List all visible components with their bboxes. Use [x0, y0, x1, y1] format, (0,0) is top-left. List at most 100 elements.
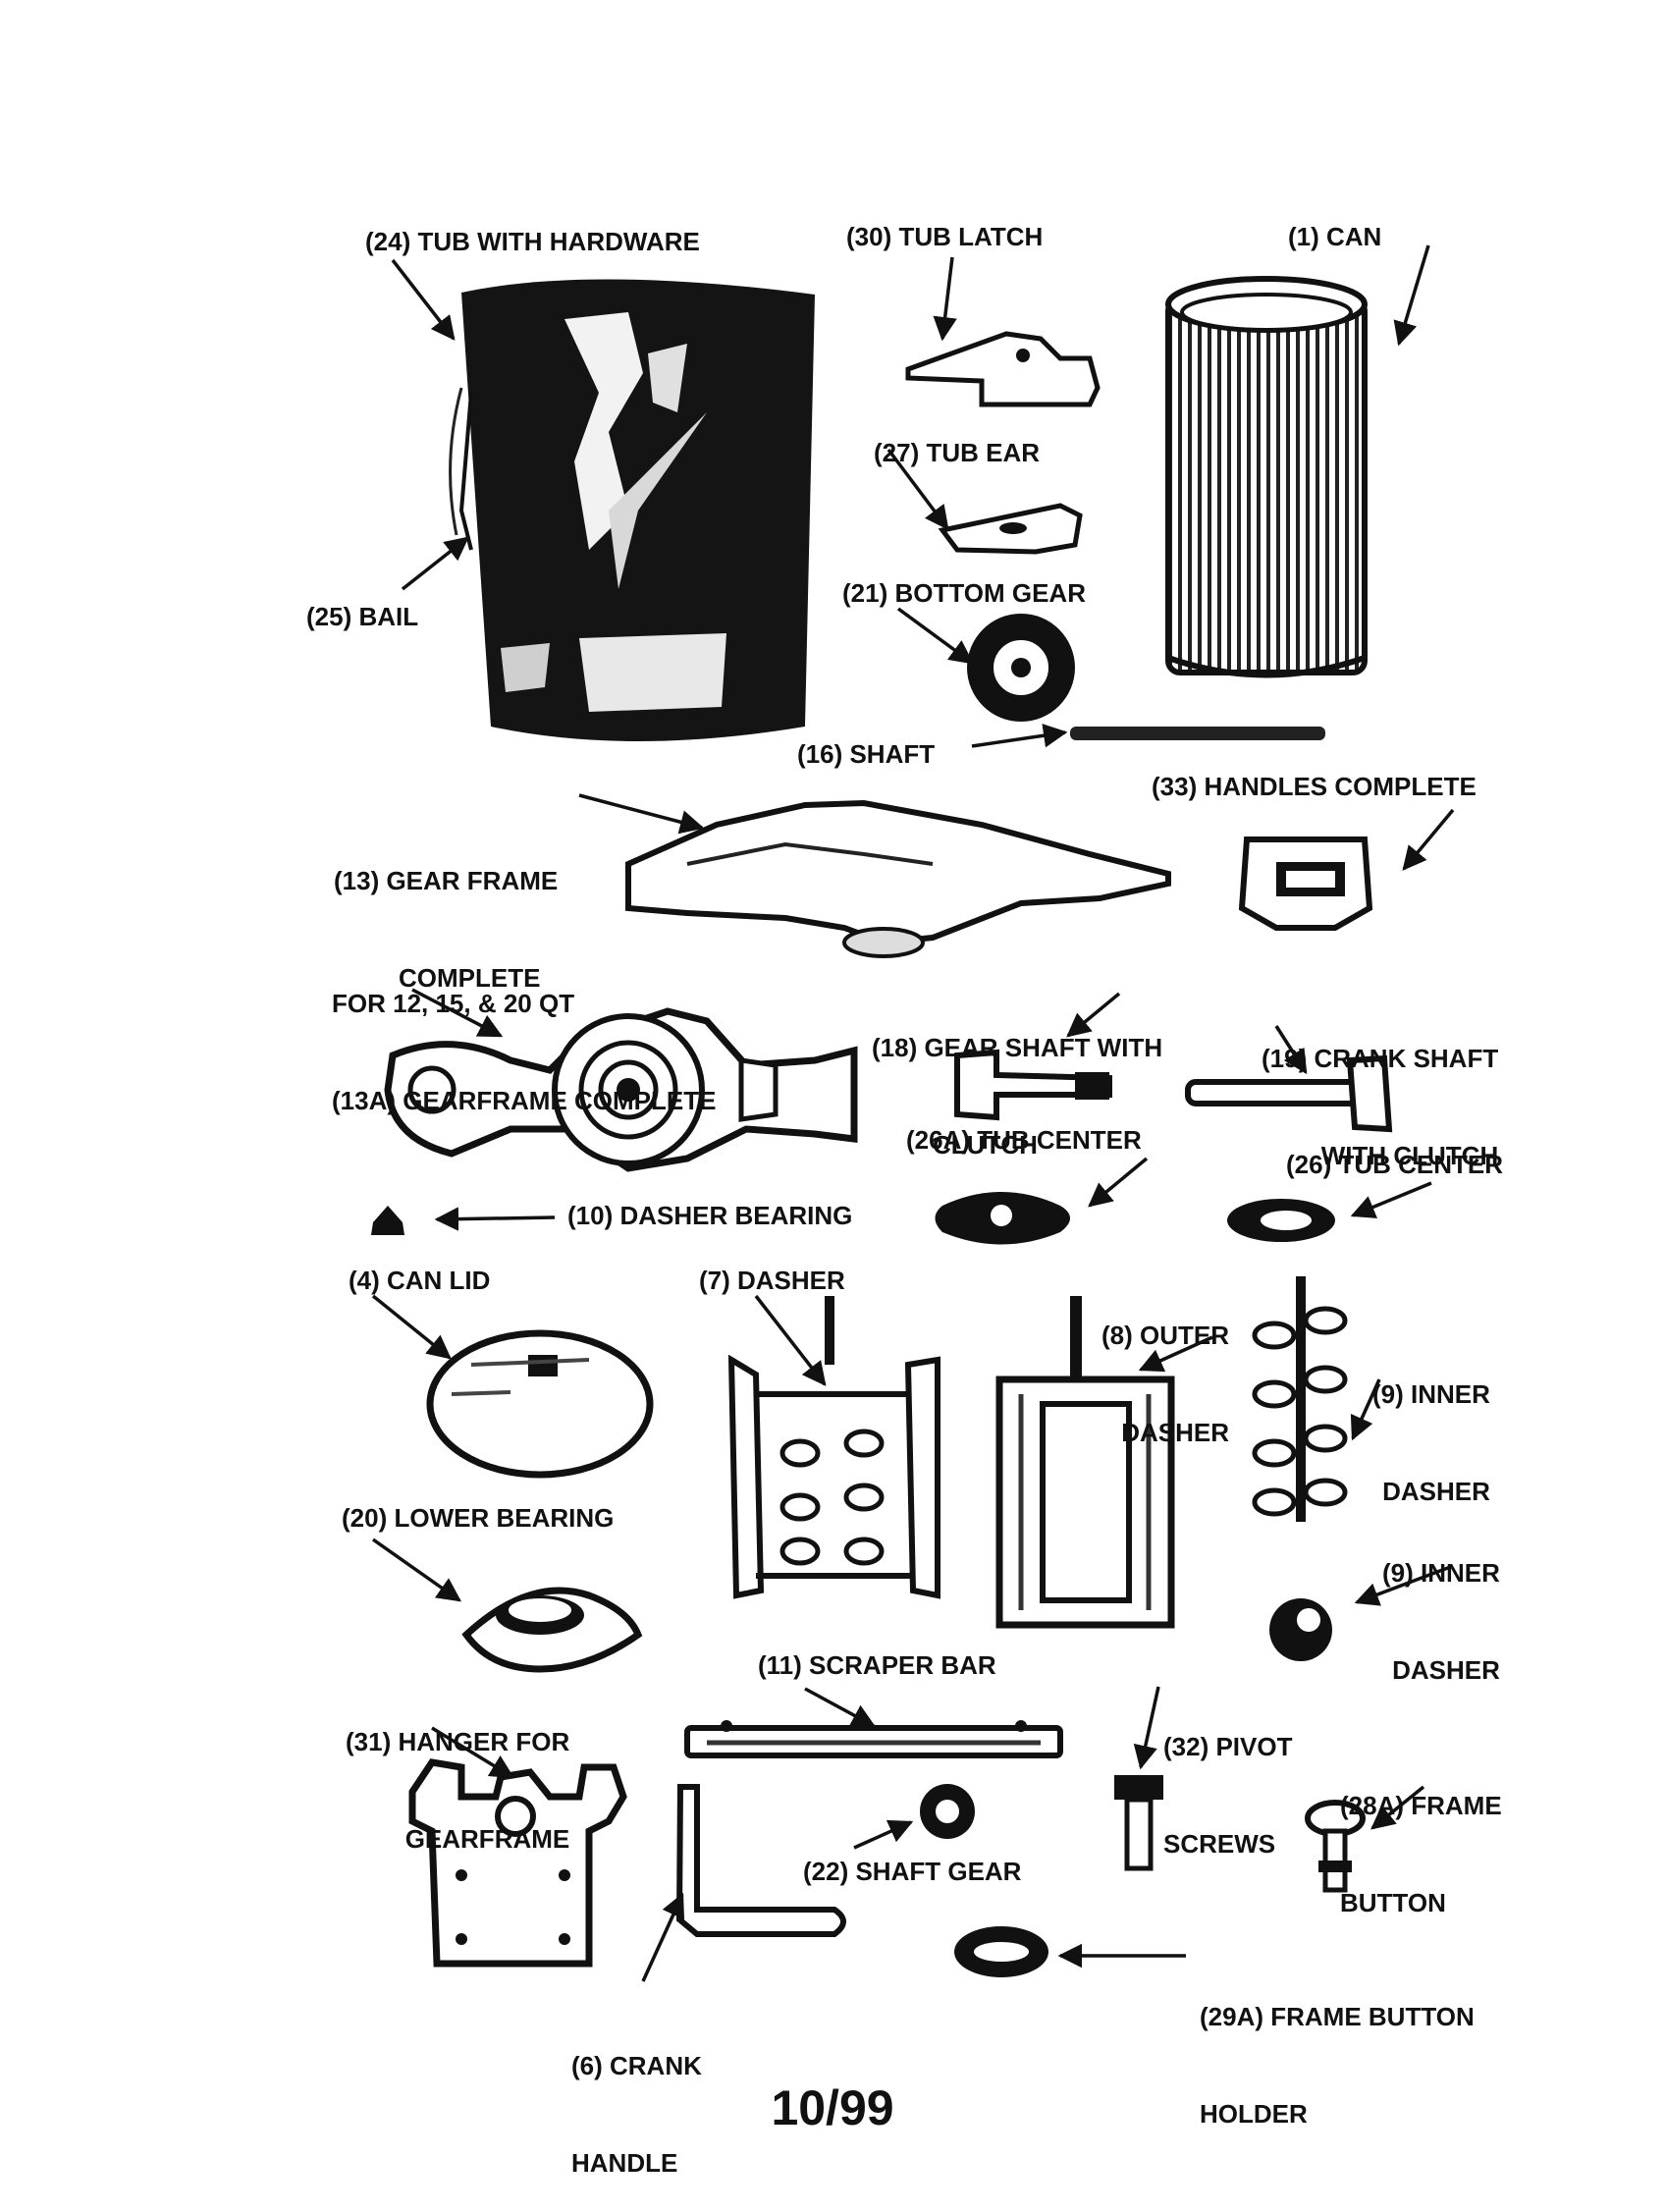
shaft-illustration: [1070, 727, 1325, 740]
label-crank-handle-line2: HANDLE: [571, 2148, 678, 2178]
label-crank-shaft-line2: WITH CLUTCH: [1320, 1141, 1499, 1170]
arrow-dasher-bearing: [434, 1207, 556, 1231]
label-tub-center-26a: (26A) TUB CENTER: [906, 1125, 1142, 1155]
label-handles-complete: (33) HANDLES COMPLETE: [1152, 772, 1477, 801]
label-inner-dasher-a-line1: (9) INNER: [1372, 1379, 1490, 1409]
label-frame-button-holder-line1: (29A) FRAME BUTTON: [1200, 2002, 1475, 2031]
parts-diagram-page: (24) TUB WITH HARDWARE (30) TUB LATCH (1…: [306, 222, 1504, 2178]
arrow-gear-shaft: [1066, 992, 1121, 1038]
tub-latch-illustration: [905, 331, 1101, 407]
pivot-screws-illustration: [1114, 1775, 1163, 1871]
label-inner-dasher-a-line2: DASHER: [1382, 1477, 1490, 1506]
arrow-tub-center-26a: [1088, 1157, 1149, 1208]
arrow-dasher: [754, 1294, 827, 1386]
arrow-can: [1393, 244, 1430, 347]
label-shaft: (16) SHAFT: [797, 739, 936, 769]
arrow-bail: [401, 536, 469, 591]
outer-dasher-illustration: [995, 1296, 1175, 1629]
label-lower-bearing: (20) LOWER BEARING: [342, 1503, 615, 1533]
label-frame-button-line2: BUTTON: [1340, 1888, 1446, 1917]
hanger-illustration: [408, 1758, 627, 1968]
arrow-lower-bearing: [371, 1538, 462, 1602]
gear-frame-illustration: [625, 799, 1171, 958]
arrow-tub-ear: [886, 448, 949, 530]
frame-button-holder-illustration: [954, 1926, 1048, 1977]
parts-illustration: [371, 244, 1455, 1982]
callout-arrows: [371, 244, 1455, 1982]
tub-center-26-illustration: [1227, 1199, 1335, 1242]
scraper-bar-illustration: [684, 1720, 1063, 1758]
arrow-hanger: [431, 1726, 515, 1779]
label-inner-dasher-a: (9) INNER DASHER: [1372, 1314, 1490, 1540]
label-frame-button: (28A) FRAME BUTTON: [1340, 1725, 1502, 1952]
crank-handle-illustration: [675, 1784, 846, 1937]
label-pivot-screws: (32) PIVOT SCREWS: [1163, 1666, 1292, 1893]
label-crank-shaft: (19) CRANK SHAFT WITH CLUTCH: [1262, 978, 1498, 1205]
label-hanger: (31) HANGER FOR GEARFRAME: [346, 1661, 569, 1888]
inner-dasher-b-illustration: [1269, 1598, 1332, 1661]
arrow-pivot-screws: [1133, 1686, 1160, 1770]
tub-center-26a-illustration: [935, 1192, 1070, 1245]
label-frame-button-line1: (28A) FRAME: [1340, 1791, 1502, 1820]
label-bail: (25) BAIL: [306, 602, 419, 631]
label-frame-button-holder-line2: HOLDER: [1200, 2099, 1308, 2129]
dasher-bearing-illustration: [371, 1206, 404, 1235]
label-frame-button-holder: (29A) FRAME BUTTON HOLDER: [1200, 1936, 1475, 2163]
lower-bearing-illustration: [461, 1587, 643, 1673]
arrow-crank-handle: [641, 1892, 685, 1982]
arrow-handles: [1402, 808, 1455, 871]
label-gearframe-13a-line2: (13A) GEARFRAME COMPLETE: [332, 1086, 717, 1115]
tub-ear-illustration: [938, 503, 1083, 555]
label-gear-shaft-line1: (18) GEAR SHAFT WITH: [872, 1033, 1163, 1062]
label-outer-dasher: (8) OUTER DASHER: [1101, 1255, 1229, 1482]
arrow-tub-center-26: [1350, 1181, 1432, 1218]
arrow-crank-shaft: [1274, 1025, 1308, 1075]
label-tub-center-26: (26) TUB CENTER: [1286, 1150, 1504, 1179]
label-tub-latch: (30) TUB LATCH: [846, 222, 1044, 251]
tub-illustration: [449, 279, 815, 741]
frame-button-illustration: [1305, 1800, 1366, 1893]
arrow-gear-frame: [578, 793, 705, 835]
shaft-gear-illustration: [920, 1784, 975, 1839]
arrow-scraper-bar: [804, 1687, 877, 1728]
page-footer-date: 10/99: [771, 2080, 894, 2135]
arrow-shaft-gear: [853, 1819, 914, 1850]
label-inner-dasher-b-line2: DASHER: [1392, 1655, 1500, 1685]
label-hanger-line2: GEARFRAME: [404, 1824, 570, 1854]
crank-shaft-illustration: [1185, 1054, 1393, 1133]
arrow-shaft: [971, 724, 1068, 748]
label-can: (1) CAN: [1288, 222, 1382, 251]
label-inner-dasher-b: (9) INNER DASHER: [1382, 1492, 1500, 1719]
label-crank-handle-line1: (6) CRANK: [571, 2051, 702, 2080]
arrow-outer-dasher: [1138, 1335, 1213, 1373]
label-gearframe-13a: FOR 12, 15, & 20 QT (13A) GEARFRAME COMP…: [332, 923, 716, 1150]
label-dasher-bearing: (10) DASHER BEARING: [567, 1201, 853, 1230]
gearframe-13a-illustration: [384, 1007, 858, 1172]
label-tub-hardware: (24) TUB WITH HARDWARE: [365, 227, 700, 256]
arrow-inner-dasher-b: [1354, 1564, 1454, 1606]
handles-complete-illustration: [1238, 836, 1373, 931]
arrow-bottom-gear: [896, 607, 974, 665]
arrow-tub: [391, 258, 456, 341]
label-gear-shaft-line2: CLUTCH: [933, 1130, 1038, 1160]
label-gear-frame-line2: COMPLETE: [399, 963, 541, 993]
label-outer-dasher-line2: DASHER: [1121, 1418, 1229, 1447]
arrow-can-lid: [371, 1294, 452, 1360]
can-lid-illustration: [426, 1329, 654, 1479]
label-crank-shaft-line1: (19) CRANK SHAFT: [1262, 1044, 1499, 1073]
label-gear-frame-line1: (13) GEAR FRAME: [334, 866, 559, 895]
label-bottom-gear: (21) BOTTOM GEAR: [842, 578, 1086, 608]
can-illustration: [1165, 276, 1368, 678]
bottom-gear-illustration: [967, 614, 1075, 722]
label-gearframe-13a-line1: FOR 12, 15, & 20 QT: [332, 989, 575, 1018]
arrow-frame-button: [1370, 1785, 1425, 1830]
arrow-inner-dasher-a: [1350, 1378, 1381, 1441]
label-inner-dasher-b-line1: (9) INNER: [1382, 1558, 1500, 1588]
label-gear-frame: (13) GEAR FRAME COMPLETE: [334, 800, 558, 1027]
label-gear-shaft: (18) GEAR SHAFT WITH CLUTCH: [872, 967, 1162, 1194]
inner-dasher-a-illustration: [1252, 1276, 1348, 1522]
label-pivot-screws-line1: (32) PIVOT: [1163, 1732, 1293, 1761]
label-scraper-bar: (11) SCRAPER BAR: [758, 1650, 996, 1680]
label-outer-dasher-line1: (8) OUTER: [1101, 1321, 1229, 1350]
gear-shaft-illustration: [954, 1049, 1112, 1121]
